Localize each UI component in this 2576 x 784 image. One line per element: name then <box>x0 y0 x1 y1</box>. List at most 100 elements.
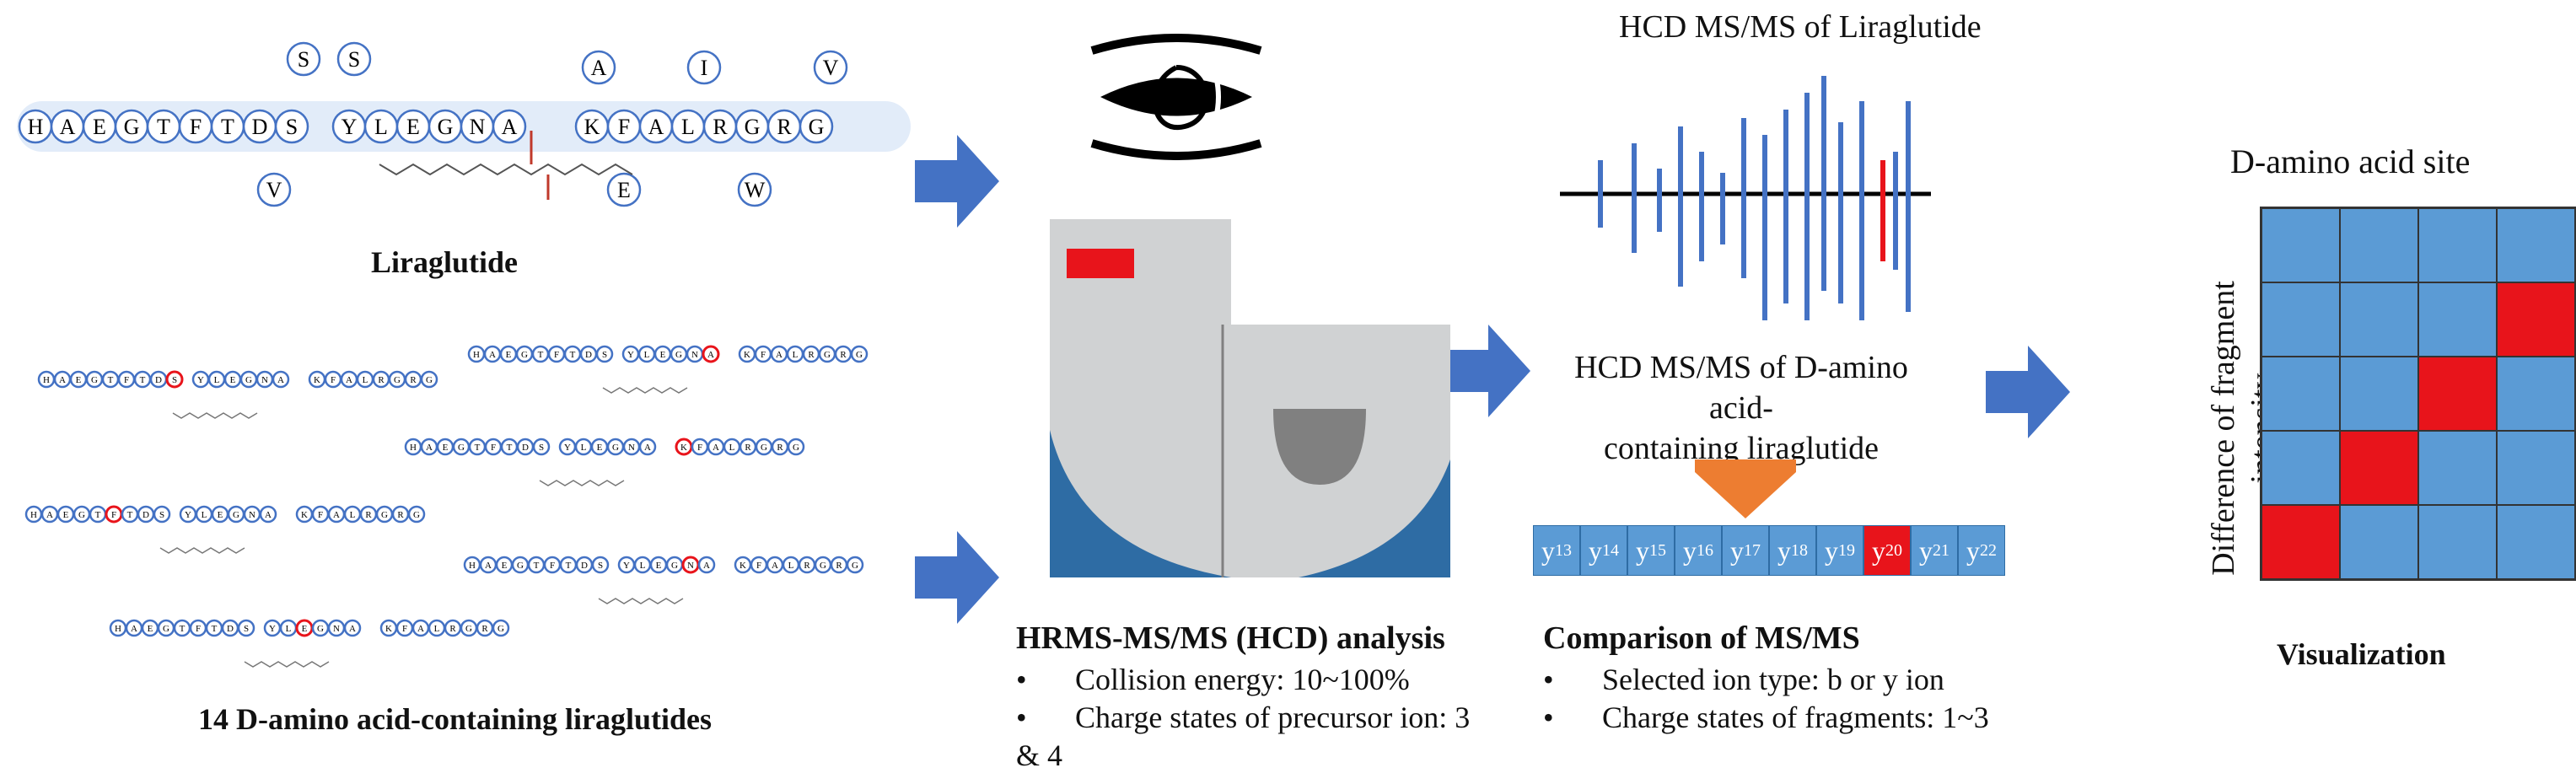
spectrum-peak <box>1821 76 1826 291</box>
mini-residue: L <box>786 345 804 363</box>
svg-text:D: D <box>581 561 588 571</box>
svg-text:W: W <box>745 178 766 202</box>
svg-text:L: L <box>286 624 292 634</box>
svg-text:F: F <box>331 375 336 385</box>
residue-circle: S <box>274 109 309 144</box>
heatmap-caption: Visualization <box>2277 637 2446 671</box>
svg-text:F: F <box>491 443 496 453</box>
mini-residue: K <box>295 505 314 524</box>
mini-residue: T <box>89 505 107 524</box>
svg-text:T: T <box>140 375 146 385</box>
arrow-right-icon <box>915 135 999 228</box>
mini-residue: R <box>359 505 378 524</box>
spectrum-peak <box>1762 135 1767 320</box>
svg-text:D: D <box>585 350 592 360</box>
mini-residue: F <box>324 370 342 389</box>
heatmap-cell <box>2340 282 2418 357</box>
mini-residue: G <box>407 505 426 524</box>
spectrum-peak <box>1699 152 1704 261</box>
mini-residue: Y <box>617 556 636 574</box>
svg-text:E: E <box>76 375 82 385</box>
heatmap-cell <box>2261 208 2340 282</box>
mini-residue: R <box>404 370 422 389</box>
mini-residue: R <box>771 438 789 456</box>
svg-text:E: E <box>230 375 236 385</box>
arrow-right-icon <box>915 531 999 624</box>
mini-residue: L <box>574 438 593 456</box>
mini-residue: N <box>243 505 261 524</box>
residue-circle: E <box>82 109 117 144</box>
mini-residue: L <box>633 556 652 574</box>
mini-residue: A <box>343 619 362 637</box>
mini-residue: E <box>590 438 609 456</box>
residue-circle: T <box>210 109 245 144</box>
svg-text:R: R <box>449 624 456 634</box>
spectrum-peak <box>1720 173 1725 244</box>
svg-text:A: A <box>489 350 496 360</box>
mini-residue: T <box>531 345 550 363</box>
svg-text:E: E <box>597 443 603 453</box>
mini-residue: G <box>239 370 258 389</box>
svg-text:G: G <box>124 115 140 139</box>
svg-text:N: N <box>687 561 694 571</box>
heatmap-title: D-amino acid site <box>2230 142 2471 180</box>
mini-residue: G <box>755 438 773 456</box>
svg-text:G: G <box>438 115 454 139</box>
mini-residue: N <box>327 619 346 637</box>
mini-residue: D <box>149 370 168 389</box>
spectrum-peak <box>1657 169 1662 232</box>
svg-text:L: L <box>644 350 650 360</box>
mini-residue: F <box>117 370 136 389</box>
svg-text:N: N <box>249 510 255 520</box>
svg-text:T: T <box>538 350 544 360</box>
residue-circle: K <box>574 109 610 144</box>
svg-text:L: L <box>374 115 388 139</box>
residue-circle: L <box>670 109 706 144</box>
mini-residue: R <box>739 438 757 456</box>
svg-text:G: G <box>809 115 825 139</box>
svg-text:H: H <box>28 115 44 139</box>
svg-text:L: L <box>793 350 799 360</box>
heatmap-cell <box>2497 431 2575 505</box>
svg-text:L: L <box>214 375 220 385</box>
mini-residue: A <box>125 619 143 637</box>
residue-circle: E <box>606 172 642 207</box>
mini-residue: R <box>834 345 852 363</box>
svg-text:T: T <box>180 624 186 634</box>
svg-text:G: G <box>745 115 761 139</box>
mini-residue: A <box>327 505 346 524</box>
orbitrap-icon <box>1090 34 1262 160</box>
residue-circle: H <box>18 109 53 144</box>
mini-residue: F <box>189 619 207 637</box>
svg-text:G: G <box>820 561 826 571</box>
mini-residue: G <box>227 505 245 524</box>
residue-circle: D <box>242 109 277 144</box>
svg-text:A: A <box>349 624 356 634</box>
svg-text:A: A <box>772 561 778 571</box>
spectrum-peak <box>1804 93 1810 320</box>
svg-text:N: N <box>628 443 635 453</box>
mini-residue: G <box>460 619 478 637</box>
residue-circle: V <box>813 50 848 85</box>
mini-residue: K <box>675 438 693 456</box>
heatmap-cell <box>2497 208 2575 282</box>
svg-text:G: G <box>394 375 401 385</box>
mini-residue: R <box>476 619 494 637</box>
svg-text:V: V <box>266 178 282 202</box>
svg-text:Y: Y <box>185 510 191 520</box>
mini-residue: T <box>527 556 546 574</box>
heatmap-cell <box>2340 431 2418 505</box>
svg-text:A: A <box>417 624 424 634</box>
svg-text:D: D <box>227 624 234 634</box>
instrument-bullet-2: •Charge states of precursor ion: 3 <box>1016 701 1471 734</box>
svg-text:H: H <box>469 561 476 571</box>
svg-text:N: N <box>261 375 268 385</box>
svg-text:D: D <box>155 375 162 385</box>
mini-residue: A <box>770 345 788 363</box>
